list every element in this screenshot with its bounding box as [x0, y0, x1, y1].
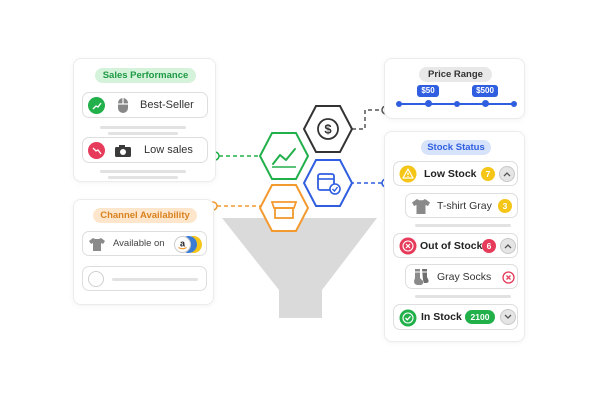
package-check-icon	[317, 173, 341, 195]
stock-status-title: Stock Status	[421, 140, 491, 155]
price-min-label: $50	[417, 85, 439, 97]
price-hexagon: $	[302, 105, 354, 153]
slider-tick	[396, 101, 402, 107]
sales-performance-panel: Sales Performance Best-Seller Low sales	[73, 58, 216, 182]
low-stock-count: 7	[481, 167, 495, 181]
low-sales-label: Low sales	[144, 144, 193, 156]
gray-socks-label: Gray Socks	[437, 271, 492, 283]
placeholder-line	[415, 295, 511, 298]
in-stock-card[interactable]: In Stock 2100	[393, 304, 518, 330]
check-icon	[399, 309, 417, 327]
line-chart-icon	[272, 148, 296, 168]
dollar-icon: $	[317, 118, 339, 140]
svg-text:$: $	[324, 122, 332, 137]
tshirt-gray-card[interactable]: T-shirt Gray 3	[405, 193, 518, 218]
placeholder-line	[100, 170, 186, 173]
slider-min-handle[interactable]	[425, 100, 432, 107]
low-sales-card[interactable]: Low sales	[82, 137, 208, 163]
stock-status-panel: Stock Status Low Stock 7 T-shirt Gray 3 …	[384, 131, 525, 342]
low-stock-card[interactable]: Low Stock 7	[393, 161, 518, 186]
placeholder-line	[415, 224, 511, 227]
sales-hexagon	[258, 132, 310, 180]
price-range-panel: Price Range $50 $500	[384, 58, 525, 119]
slider-max-handle[interactable]	[482, 100, 489, 107]
tshirt-icon	[412, 199, 430, 214]
placeholder-line	[112, 278, 198, 281]
store-icon	[270, 201, 298, 219]
warning-icon	[399, 165, 417, 183]
sales-performance-title: Sales Performance	[95, 68, 196, 83]
available-on-card[interactable]: Available on a	[82, 231, 207, 256]
in-stock-label: In Stock	[421, 311, 462, 323]
tshirt-gray-label: T-shirt Gray	[437, 200, 492, 212]
out-of-stock-label: Out of Stock	[420, 240, 483, 252]
channel-placeholder-card[interactable]	[82, 266, 207, 291]
channel-availability-title: Channel Availability	[93, 208, 197, 223]
empty-radio-icon[interactable]	[88, 271, 104, 287]
collapse-chevron-icon[interactable]	[499, 166, 515, 182]
placeholder-line	[108, 176, 178, 179]
slider-tick	[511, 101, 517, 107]
best-seller-label: Best-Seller	[140, 99, 194, 111]
expand-chevron-icon[interactable]	[500, 309, 516, 325]
trend-down-icon	[88, 142, 105, 159]
mouse-icon	[118, 98, 128, 113]
tshirt-icon	[89, 238, 105, 251]
amazon-logo-icon: a	[174, 236, 191, 253]
stock-hexagon	[302, 159, 354, 207]
tshirt-gray-count: 3	[498, 199, 512, 213]
low-stock-label: Low Stock	[424, 168, 477, 180]
price-range-title: Price Range	[419, 67, 492, 82]
price-max-label: $500	[472, 85, 498, 97]
camera-icon	[115, 145, 131, 157]
in-stock-count: 2100	[465, 310, 495, 324]
error-x-icon	[399, 237, 417, 255]
remove-x-icon[interactable]	[502, 271, 515, 284]
trend-up-icon	[88, 97, 105, 114]
best-seller-card[interactable]: Best-Seller	[82, 92, 208, 118]
placeholder-line	[100, 126, 186, 129]
out-of-stock-count: 6	[482, 239, 496, 253]
slider-tick	[454, 101, 460, 107]
placeholder-line	[108, 132, 178, 135]
gray-socks-card[interactable]: Gray Socks	[405, 264, 518, 289]
socks-icon	[414, 269, 429, 285]
out-of-stock-card[interactable]: Out of Stock 6	[393, 233, 518, 258]
channel-availability-panel: Channel Availability Available on a	[73, 199, 214, 305]
svg-text:a: a	[180, 239, 186, 249]
collapse-chevron-icon[interactable]	[500, 238, 516, 254]
available-on-label: Available on	[113, 238, 165, 249]
channel-hexagon	[258, 184, 310, 232]
